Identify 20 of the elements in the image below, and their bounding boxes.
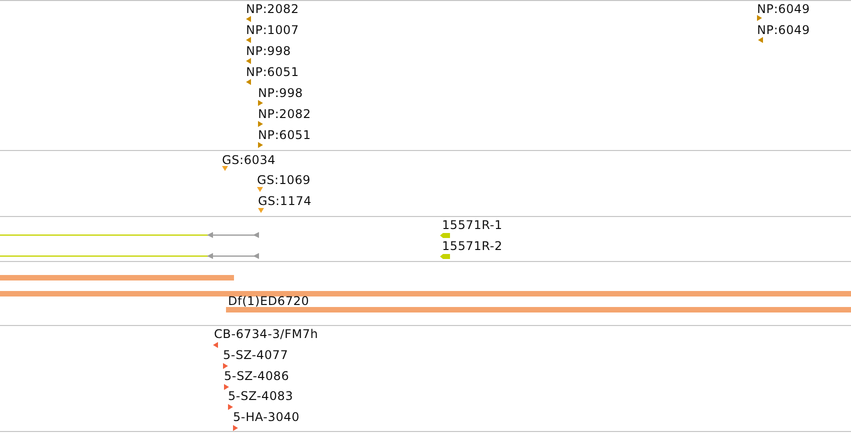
feature-label: NP:998 bbox=[258, 86, 303, 100]
feature-label: 5-SZ-4077 bbox=[223, 348, 288, 362]
feature-label: NP:6051 bbox=[246, 64, 299, 78]
feature-label: NP:998 bbox=[246, 44, 291, 58]
feature-label: NP:1007 bbox=[246, 22, 299, 36]
feature-label: GS:1174 bbox=[258, 194, 312, 208]
feature-label: NP:6049 bbox=[757, 22, 810, 36]
feature-label: GS:1069 bbox=[257, 173, 311, 187]
feature-label: 5-SZ-4086 bbox=[224, 368, 290, 382]
feature-label: 15571R-1 bbox=[442, 218, 502, 232]
feature-label: NP:6049 bbox=[757, 2, 810, 16]
feature-label: CB-6734-3/FM7h bbox=[214, 327, 318, 341]
feature-label: Df(1)ED6720 bbox=[228, 294, 310, 308]
feature-label: NP:2082 bbox=[258, 106, 311, 120]
feature-label: NP:2082 bbox=[246, 2, 299, 16]
feature-label: 5-HA-3040 bbox=[233, 410, 300, 424]
feature-label: 5-SZ-4083 bbox=[228, 389, 294, 403]
feature-label: GS:6034 bbox=[222, 152, 276, 166]
feature-label: NP:6051 bbox=[258, 128, 311, 142]
feature-label: 15571R-2 bbox=[442, 239, 502, 253]
